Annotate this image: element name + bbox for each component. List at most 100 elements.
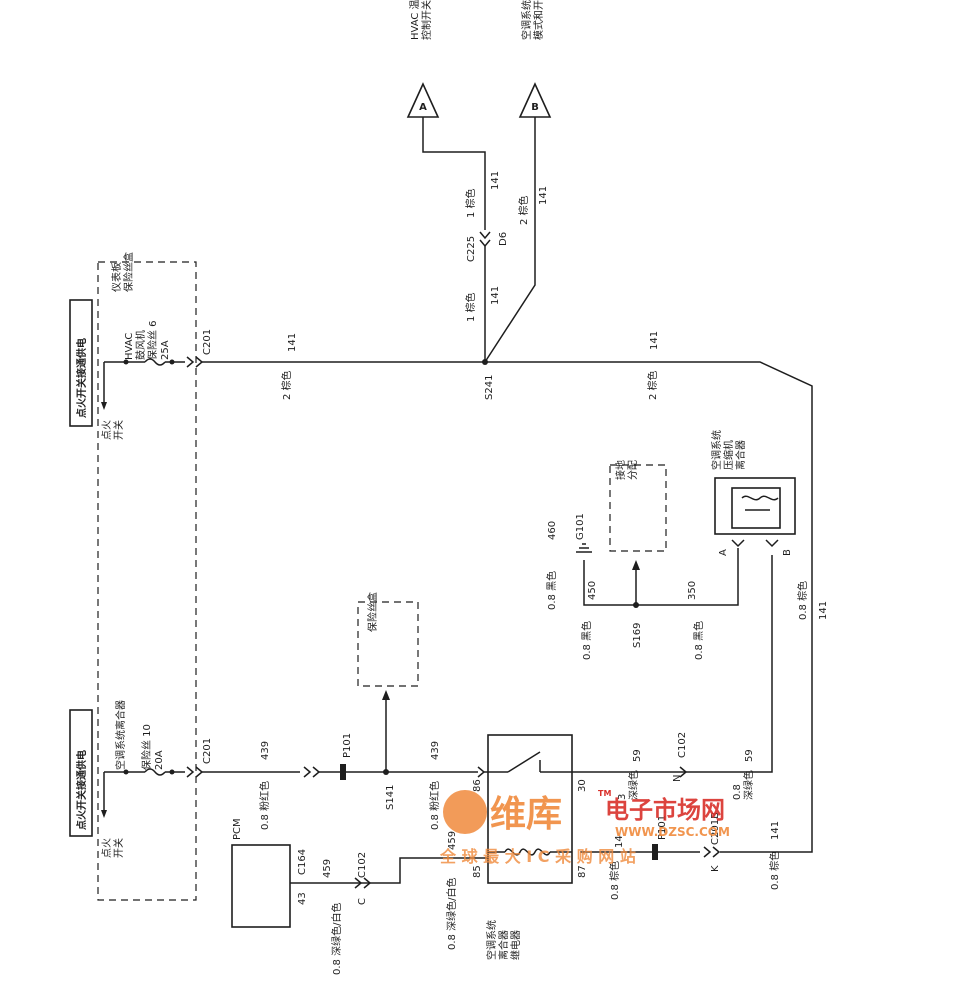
c201b-label: C201B — [710, 812, 721, 845]
fuse10 — [144, 768, 166, 776]
compressor-pins — [731, 539, 779, 548]
fuse-box-mid-title: 保险丝盒 — [366, 592, 379, 632]
wire-label: 1 棕色 — [464, 188, 477, 218]
c225-label: C225 — [466, 236, 477, 262]
ground-dist-label: 接地分配 — [614, 460, 639, 480]
connector-a: A HVAC 温度控制开关 — [406, 0, 440, 118]
wire-label: 141 — [770, 821, 781, 840]
wire-label: 459 — [447, 831, 458, 850]
wire-label: 0.8 棕色 — [796, 581, 809, 620]
connector-a-letter: A — [419, 102, 427, 113]
c201-top-label: C201 — [202, 329, 213, 355]
wire-label: 141 — [490, 286, 501, 305]
wire-label: 141 — [818, 601, 829, 620]
wire-label: 0.8 粉红色 — [258, 781, 271, 830]
c201-connector-bottom — [186, 766, 204, 778]
wire-label: 0.8 深绿色/白色 — [445, 878, 458, 950]
connector-c102 — [354, 877, 372, 889]
wire-label: 141 — [490, 171, 501, 190]
relay-label: 空调系统离合器继电器 — [485, 920, 522, 960]
relay-pin86: 86 — [472, 779, 483, 792]
connector-b-letter: B — [531, 102, 539, 113]
connector-b: B 空调系统模式和开关 — [518, 0, 552, 118]
wire-label: 0.8 粉红色 — [428, 781, 441, 830]
connector-p101 — [303, 766, 321, 778]
ground-distribution — [609, 464, 667, 552]
instrument-panel-fuse-box — [97, 261, 197, 901]
c225-connector — [479, 231, 491, 248]
connector-c102-a — [679, 766, 688, 778]
relay-pin87: 87 — [577, 865, 588, 878]
wire-350 — [583, 548, 739, 606]
wire-label: 0.8 深绿色/白色 — [330, 903, 343, 975]
watermark-slogan: 全 球 最 大 I C 采 购 网 站 — [439, 847, 636, 866]
compressor-pin-a: A — [718, 549, 729, 556]
fuse10-label: 保险丝 1020A — [140, 724, 165, 770]
c102-label: C102 — [357, 852, 368, 878]
relay-coil — [504, 848, 551, 856]
wire-label: 460 — [547, 521, 558, 540]
wire-label: 439 — [260, 741, 271, 760]
compressor-coil — [741, 495, 779, 501]
wire-label: 2 棕色 — [517, 195, 530, 225]
wire-label: 141 — [649, 331, 660, 350]
ignition-feed-top-label: 点火开关接通供电 — [75, 338, 88, 418]
wire-label: 350 — [687, 581, 698, 600]
c201-bottom-label: C201 — [202, 738, 213, 764]
p101-label: P101 — [342, 733, 353, 758]
wire-label: 0.8 黑色 — [545, 571, 558, 610]
wire-b — [484, 117, 536, 363]
s241-label: S241 — [484, 375, 495, 400]
main-wire-141 — [202, 361, 813, 853]
g101-label: G101 — [575, 513, 586, 540]
relay-pin85: 85 — [472, 865, 483, 878]
s141-label: S141 — [385, 785, 396, 810]
compressor-clutch — [714, 477, 796, 535]
pin-14-label: 14 — [614, 835, 625, 848]
pcm-label: PCM — [232, 818, 243, 840]
wire-59 — [580, 555, 773, 773]
ac-clutch-relay — [487, 734, 573, 884]
compressor-title: 空调系统压缩机离合器 — [710, 430, 747, 470]
wire-label: 2 棕色 — [646, 370, 659, 400]
wire-label: 59 — [632, 749, 643, 762]
watermark-url: WWW.DZSC.COM — [615, 825, 730, 839]
pin43-label: 43 — [297, 892, 308, 905]
relay-pin30: 30 — [577, 779, 588, 792]
wire-459 — [290, 857, 488, 884]
d6-label: D6 — [498, 232, 509, 246]
connector-b-label: 空调系统模式和开关 — [520, 0, 545, 40]
wire-label: 2 棕色 — [280, 370, 293, 400]
fuse6 — [144, 358, 166, 366]
relay-pin86-connector — [477, 766, 486, 778]
wire-a — [422, 117, 486, 230]
s169-label: S169 — [632, 623, 643, 648]
p101-b-block — [652, 844, 658, 860]
wire-label: 439 — [430, 741, 441, 760]
panel-fuse-box-title: 仪表板保险丝盒 — [110, 252, 135, 292]
wire-label: 0.8 黑色 — [580, 621, 593, 660]
c164-label: C164 — [297, 849, 308, 875]
splice-s241 — [482, 359, 488, 365]
ignition-switch-bottom-label: 点火开关 — [101, 838, 125, 858]
c201-connector-top — [186, 356, 204, 368]
wire-label: 459 — [322, 859, 333, 878]
ground-g101-icon — [576, 543, 592, 553]
watermark-brand-cn: 电子市场网 — [605, 796, 725, 824]
wire-label: 141 — [287, 333, 298, 352]
wire-label: 1 棕色 — [464, 292, 477, 322]
pin-k-label: K — [710, 865, 721, 872]
watermark-tm: TM — [598, 789, 611, 798]
ignition-feed-bottom — [69, 709, 93, 837]
wire-label: 59 — [744, 749, 755, 762]
fuse-box-mid — [357, 601, 419, 687]
wire-label: 141 — [538, 186, 549, 205]
pin-n-label: N — [672, 775, 683, 782]
watermark-brand: 维库 — [490, 794, 562, 835]
connector-c201b — [703, 846, 721, 858]
c102-a-label: C102 — [677, 732, 688, 758]
ignition-feed-bottom-label: 点火开关接通供电 — [75, 750, 88, 830]
p101-b-label: P101 — [657, 815, 668, 840]
splice-s169 — [633, 602, 639, 608]
